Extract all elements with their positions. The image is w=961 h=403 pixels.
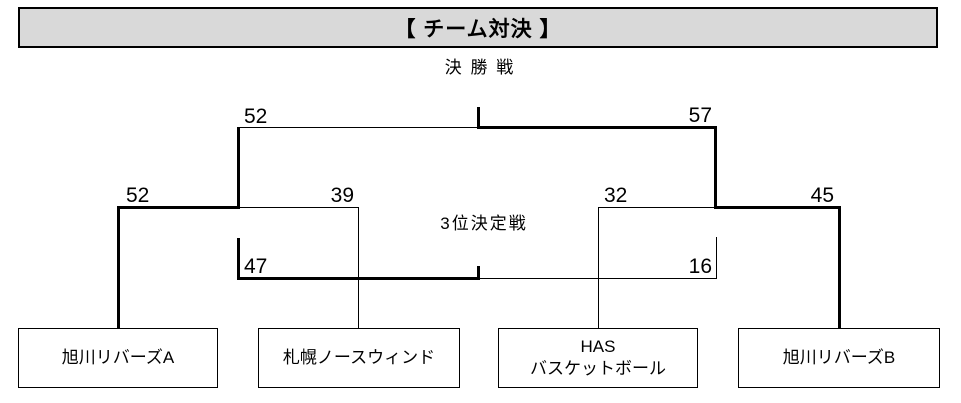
score-third-place-left: 47 xyxy=(244,255,268,278)
score-final-right: 57 xyxy=(688,104,712,127)
score-semifinal-left-team2: 39 xyxy=(330,184,354,207)
team-box-asahikawa-rivers-a: 旭川リバーズA xyxy=(18,328,218,388)
score-third-place-right: 16 xyxy=(688,255,712,278)
team-box-has-basketball: HAS バスケットボール xyxy=(498,328,698,388)
score-semifinal-right-team2: 45 xyxy=(810,184,834,207)
team3-stem-line xyxy=(598,207,599,328)
team2-stem-line xyxy=(358,207,359,328)
semifinal-right-winner-line xyxy=(714,206,840,209)
team4-stem-line xyxy=(838,206,841,328)
semifinal-left-winner-line xyxy=(117,206,240,209)
third-place-winner-tick xyxy=(477,266,480,279)
third-place-right-connector xyxy=(716,237,717,279)
team-name-line2: バスケットボール xyxy=(530,359,666,378)
team-box-asahikawa-rivers-b: 旭川リバーズB xyxy=(738,328,940,388)
final-right-connector xyxy=(714,126,717,209)
team-name: 旭川リバーズB xyxy=(782,348,896,367)
team-name-line1: HAS xyxy=(580,337,616,356)
final-round-label: 決 勝 戦 xyxy=(444,58,516,77)
final-left-line xyxy=(238,127,479,128)
page-title: 【 チーム対決 】 xyxy=(394,17,562,41)
champion-tick xyxy=(477,107,480,128)
team-box-sapporo-north-wind: 札幌ノースウィンド xyxy=(258,328,460,388)
header-bar: 【 チーム対決 】 xyxy=(18,7,938,48)
third-place-left-connector xyxy=(237,238,240,280)
semifinal-left-loser-line xyxy=(238,207,359,208)
semifinal-right-loser-line xyxy=(598,207,716,208)
team1-stem-line xyxy=(117,206,120,328)
third-place-winner-line xyxy=(237,277,480,280)
score-final-left: 52 xyxy=(244,105,268,128)
third-place-loser-line xyxy=(478,278,717,279)
team-name: 旭川リバーズA xyxy=(61,348,175,367)
final-winner-line xyxy=(477,126,717,129)
final-left-connector xyxy=(237,127,240,208)
score-semifinal-left-team1: 52 xyxy=(126,184,150,207)
team-name: 札幌ノースウィンド xyxy=(282,348,436,367)
third-place-label: 3位決定戦 xyxy=(440,214,528,233)
score-semifinal-right-team1: 32 xyxy=(604,184,628,207)
